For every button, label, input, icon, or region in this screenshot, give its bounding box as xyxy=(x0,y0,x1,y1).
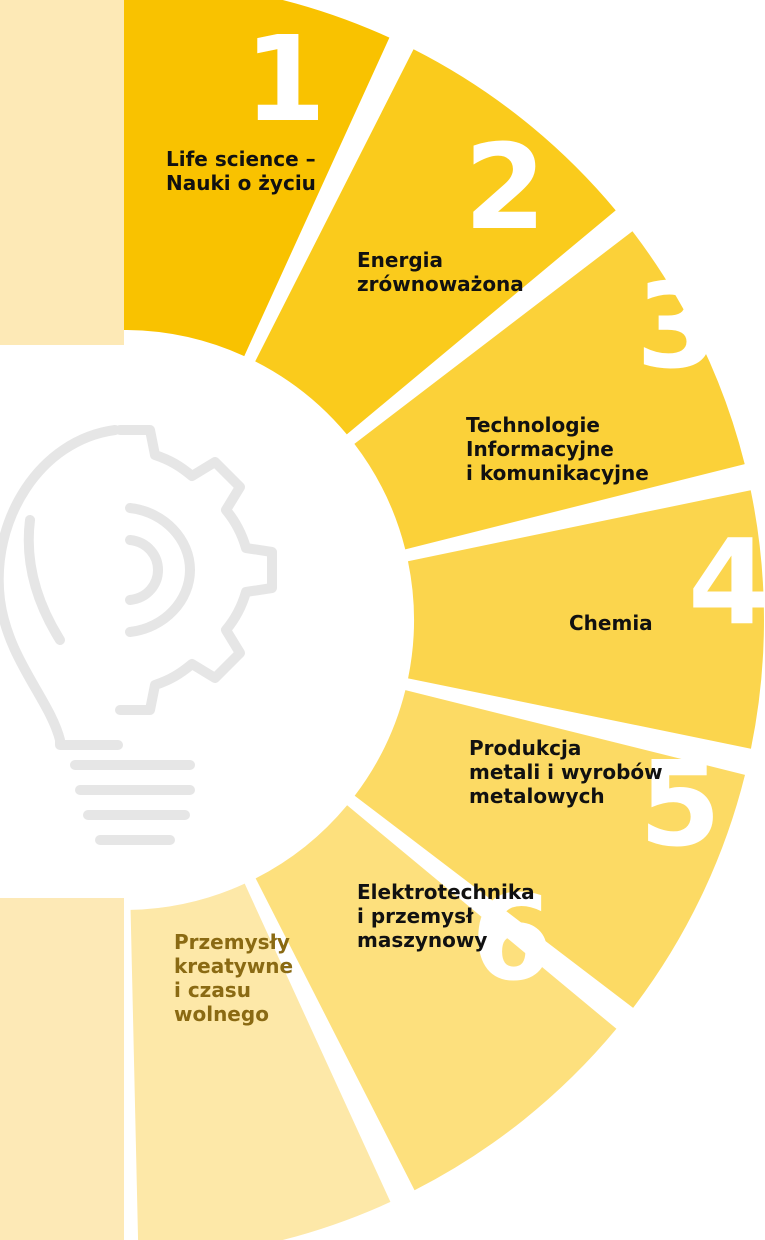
segment-label-3: Technologie Informacyjne i komunikacyjne xyxy=(466,413,649,485)
segment-1 xyxy=(124,0,390,357)
segment-label-1: Life science – Nauki o życiu xyxy=(166,147,316,195)
segment-label-7: Przemysły kreatywne i czasu wolnego xyxy=(174,930,294,1026)
numbers-layer: 123 4 56 xyxy=(244,10,765,1007)
segment-2 xyxy=(255,49,616,435)
segment-number-2: 2 xyxy=(464,118,546,256)
segment-number-5: 5 xyxy=(639,735,721,873)
segments-layer xyxy=(124,0,764,1240)
segment-4 xyxy=(407,490,764,749)
segment-number-6: 6 xyxy=(471,869,553,1007)
segment-5 xyxy=(354,690,745,1008)
segment-label-5: Produkcja metali i wyrobów metalowych xyxy=(469,736,663,808)
lightbulb-gear-icon xyxy=(0,425,277,845)
segment-label-2: Energia zrównoważona xyxy=(357,248,524,296)
segment-number-1: 1 xyxy=(244,10,326,148)
segment-3 xyxy=(354,231,745,550)
pale-band-top xyxy=(0,0,124,345)
segment-7 xyxy=(130,883,391,1240)
segment-number-3: 3 xyxy=(636,257,718,395)
pale-band-bottom xyxy=(0,898,124,1240)
segment-label-4: Chemia xyxy=(569,611,653,635)
segment-label-6: Elektrotechnika i przemysł maszynowy xyxy=(357,880,535,952)
segment-6 xyxy=(255,805,617,1191)
segment-number-4: 4 xyxy=(688,513,765,651)
